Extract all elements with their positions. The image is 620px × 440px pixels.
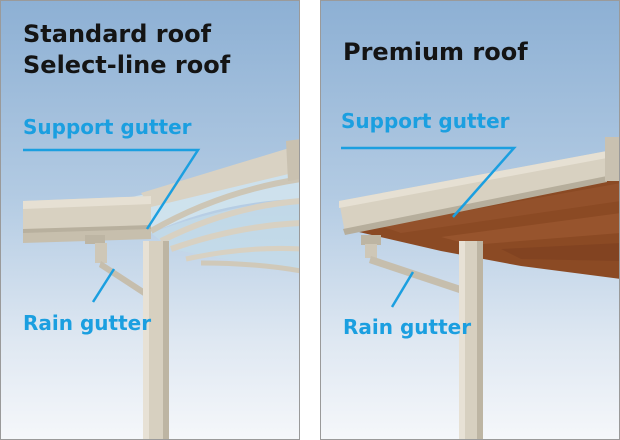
panel-title: Standard roof Select-line roof — [23, 19, 230, 81]
support-gutter-label: Support gutter — [341, 109, 510, 133]
rain-gutter-label: Rain gutter — [23, 311, 152, 335]
panel-title: Premium roof — [343, 37, 528, 68]
title-line-2: Select-line roof — [23, 51, 231, 79]
title-line-1: Standard roof — [23, 20, 212, 48]
title-line-1: Premium roof — [343, 38, 528, 66]
premium-roof-panel: Premium roof Support gutter Rain gutter — [320, 0, 620, 440]
standard-roof-panel: Standard roof Select-line roof Support g… — [0, 0, 300, 440]
premium-roof-illustration — [339, 137, 619, 439]
standard-roof-illustration — [23, 139, 299, 439]
support-gutter-label: Support gutter — [23, 115, 192, 139]
rain-gutter-label: Rain gutter — [343, 315, 472, 339]
